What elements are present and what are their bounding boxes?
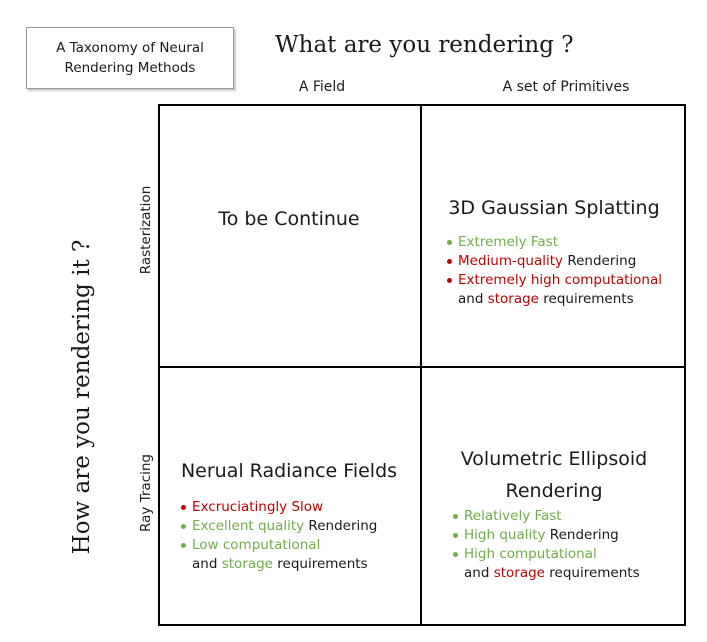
taxonomy-title-line1: A Taxonomy of Neural: [56, 40, 204, 56]
cell-field-ray-title: Nerual Radiance Fields: [180, 460, 398, 482]
grid-horizontal-divider: [158, 366, 686, 368]
cell-prims-ray-title-wrap: Volumetric Ellipsoid Rendering: [422, 443, 686, 507]
list-item: High computational: [453, 545, 640, 564]
cell-prims-ray-title-line2: Rendering: [505, 480, 603, 502]
top-axis-title: What are you rendering ?: [275, 32, 574, 58]
column-header-primitives: A set of Primitives: [502, 79, 630, 95]
column-header-field: A Field: [298, 79, 346, 95]
list-item: Low computational: [181, 536, 377, 555]
list-item: Relatively Fast: [453, 507, 640, 526]
list-item: Extremely high computational: [447, 271, 662, 290]
list-item-continuation: and storage requirements: [464, 565, 640, 581]
list-item-continuation: and storage requirements: [458, 291, 634, 307]
taxonomy-title-line2: Rendering Methods: [64, 60, 196, 76]
list-item: Medium-quality Rendering: [447, 252, 662, 271]
row-header-ray-tracing: Ray Tracing: [138, 453, 154, 533]
taxonomy-title-box: A Taxonomy of Neural Rendering Methods: [26, 27, 234, 89]
cell-prims-ray-title-line1: Volumetric Ellipsoid: [460, 448, 648, 470]
row-header-rasterization: Rasterization: [138, 185, 154, 275]
grid-vertical-divider: [420, 104, 422, 626]
cell-prims-ray-bullets: Relatively Fast High quality Rendering H…: [453, 507, 640, 583]
list-item: Excruciatingly Slow: [181, 498, 377, 517]
cell-prims-raster-bullets: Extremely Fast Medium-quality Rendering …: [447, 233, 662, 309]
cell-prims-raster-title: 3D Gaussian Splatting: [448, 197, 660, 219]
cell-field-raster-title: To be Continue: [218, 208, 360, 230]
list-item: High quality Rendering: [453, 526, 640, 545]
cell-prims-raster-title-wrap: 3D Gaussian Splatting: [422, 197, 686, 219]
cell-field-ray-title-wrap: Nerual Radiance Fields: [158, 460, 420, 482]
left-axis-title: How are you rendering it ?: [69, 239, 95, 555]
cell-field-ray-bullets: Excruciatingly Slow Excellent quality Re…: [181, 498, 377, 574]
list-item-continuation: and storage requirements: [192, 556, 368, 572]
list-item: Excellent quality Rendering: [181, 517, 377, 536]
list-item: Extremely Fast: [447, 233, 662, 252]
quadrant-grid: [158, 104, 686, 626]
